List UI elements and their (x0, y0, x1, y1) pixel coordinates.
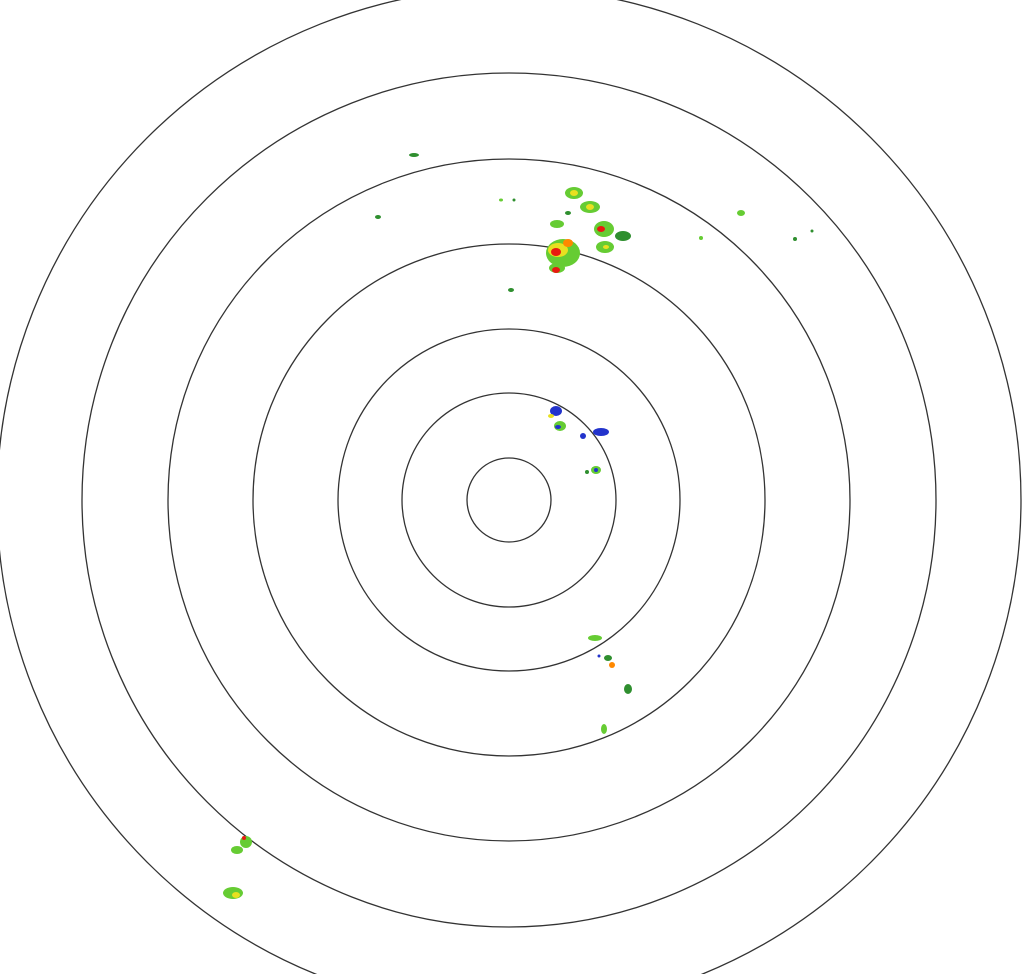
echo-moderate (240, 836, 252, 848)
echo-extreme (597, 226, 605, 232)
echo-heavy (570, 190, 578, 196)
echo-light (409, 153, 419, 157)
echo-moderate (499, 198, 503, 202)
echo-clutter (594, 468, 598, 472)
echo-clutter (555, 425, 561, 429)
echo-clutter (593, 428, 609, 436)
range-ring-1 (466, 457, 552, 543)
echo-light (615, 231, 631, 241)
echo-clutter (597, 654, 601, 658)
echo-clutter (550, 406, 562, 416)
echo-light (565, 211, 571, 215)
echo-extreme (552, 267, 560, 273)
echo-extreme (551, 248, 561, 256)
echo-light (375, 215, 381, 219)
echo-heavy (603, 245, 609, 249)
echo-intense (563, 239, 573, 247)
echo-light (810, 229, 814, 233)
echo-moderate (737, 210, 745, 216)
range-ring-5 (167, 158, 851, 842)
range-ring-4 (252, 243, 766, 757)
echo-light (508, 288, 514, 292)
echo-moderate (231, 846, 243, 854)
range-ring-3 (337, 328, 681, 672)
echo-extreme (242, 836, 246, 840)
echo-moderate (550, 220, 564, 228)
range-ring-6 (81, 72, 937, 928)
echo-heavy (586, 204, 594, 210)
echo-light (624, 684, 632, 694)
echo-clutter (580, 433, 586, 439)
echo-light (585, 470, 589, 474)
echo-heavy (548, 414, 554, 418)
echo-moderate (601, 724, 607, 734)
precipitation-echoes (223, 153, 814, 899)
echo-moderate (699, 236, 703, 240)
echo-intense (609, 662, 615, 668)
echo-moderate (223, 887, 243, 899)
echo-light (512, 198, 516, 202)
echo-moderate (588, 635, 602, 641)
range-ring-2 (401, 392, 617, 608)
echo-light (793, 237, 797, 241)
echo-light (604, 655, 612, 661)
echo-heavy (232, 892, 240, 898)
